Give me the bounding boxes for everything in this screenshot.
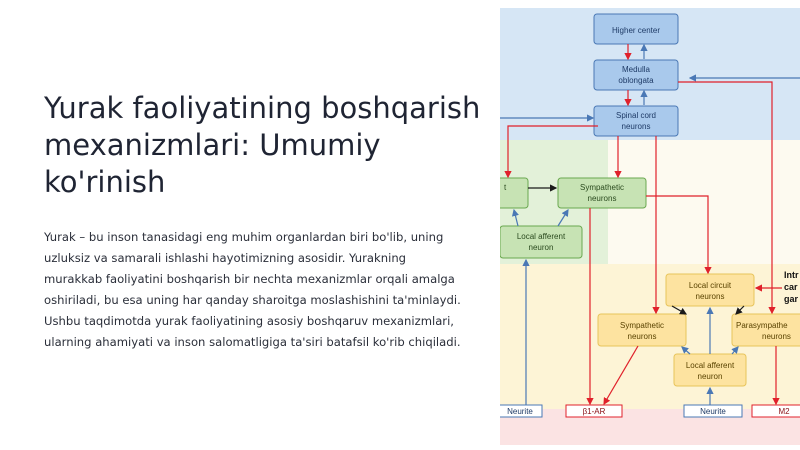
intr-label-1: Intr: [784, 270, 799, 280]
intracardiac-ganglia-label: Intr car gar: [784, 270, 799, 304]
arrow-aff-to-symp-top: [557, 208, 569, 227]
symp-top-label-1: Sympathetic: [580, 183, 624, 192]
local-circuit-label-2: neurons: [696, 292, 725, 301]
arrow-aff-low-to-parasymp: [731, 346, 739, 355]
arrow-symp-top-to-circuit: [646, 195, 712, 275]
cardiac-control-diagram: Higher center Medulla oblongata Spinal c…: [500, 8, 800, 445]
parasymp-label-2: neurons: [762, 332, 791, 341]
local-circuit-node: Local circuit neurons: [665, 273, 755, 307]
parasymp-label-1: Parasympathe: [736, 321, 788, 330]
intr-label-2: car: [784, 282, 798, 292]
arrow-medulla-to-parasymp: [678, 81, 776, 315]
spinal-cord-node: Spinal cord neurons: [593, 105, 679, 137]
neurite-mid-node: Neurite: [683, 404, 743, 418]
spinal-label-1: Spinal cord: [616, 111, 656, 120]
symp-low-label-1: Sympathetic: [620, 321, 664, 330]
diagram-arrows: [500, 43, 800, 406]
higher-center-node: Higher center: [593, 13, 679, 45]
symp-top-label-2: neurons: [588, 194, 617, 203]
m2-label: M2: [778, 407, 790, 416]
m2-receptor-node: M2: [751, 404, 800, 418]
arrow-circuit-to-parasymp: [735, 305, 745, 315]
parasympathetic-node: Parasympathe neurons: [731, 313, 800, 347]
heart-region: [500, 409, 800, 445]
beta1-label: β1-AR: [583, 407, 606, 416]
spinal-label-2: neurons: [622, 122, 651, 131]
neurite-mid-label: Neurite: [700, 407, 726, 416]
local-aff-low-label-2: neuron: [698, 372, 723, 381]
intr-label-3: gar: [784, 294, 799, 304]
left-partial-node: t: [500, 177, 529, 209]
local-aff-top-label-1: Local afferent: [517, 232, 566, 241]
medulla-node: Medulla oblongata: [593, 59, 679, 91]
arrow-symp-low-to-beta1: [603, 345, 639, 406]
arrow-spinal-to-left: [504, 125, 598, 179]
sympathetic-top-node: Sympathetic neurons: [557, 177, 647, 209]
local-afferent-top-node: Local afferent neuron: [500, 225, 583, 259]
arrow-aff-low-to-symp-low: [681, 346, 691, 355]
higher-center-label: Higher center: [612, 26, 660, 35]
arrow-circuit-to-symp-low: [671, 305, 688, 315]
medulla-label-2: oblongata: [618, 76, 654, 85]
neurite-left-node: Neurite: [500, 404, 543, 418]
slide-title: Yurak faoliyatining boshqarish mexanizml…: [44, 91, 481, 199]
neurite-left-label: Neurite: [507, 407, 533, 416]
local-aff-low-label-1: Local afferent: [686, 361, 735, 370]
medulla-label-1: Medulla: [622, 65, 651, 74]
left-partial-label: t: [504, 183, 507, 192]
local-aff-top-label-2: neuron: [529, 243, 554, 252]
sympathetic-low-node: Sympathetic neurons: [597, 313, 687, 347]
arrow-aff-to-left: [511, 208, 519, 227]
slide-body: Yurak – bu inson tanasidagi eng muhim or…: [44, 230, 461, 349]
beta1-receptor-node: β1-AR: [565, 404, 623, 418]
local-circuit-label-1: Local circuit: [689, 281, 732, 290]
diagram-svg: Higher center Medulla oblongata Spinal c…: [500, 8, 800, 445]
symp-low-label-2: neurons: [628, 332, 657, 341]
local-afferent-low-node: Local afferent neuron: [673, 353, 747, 387]
